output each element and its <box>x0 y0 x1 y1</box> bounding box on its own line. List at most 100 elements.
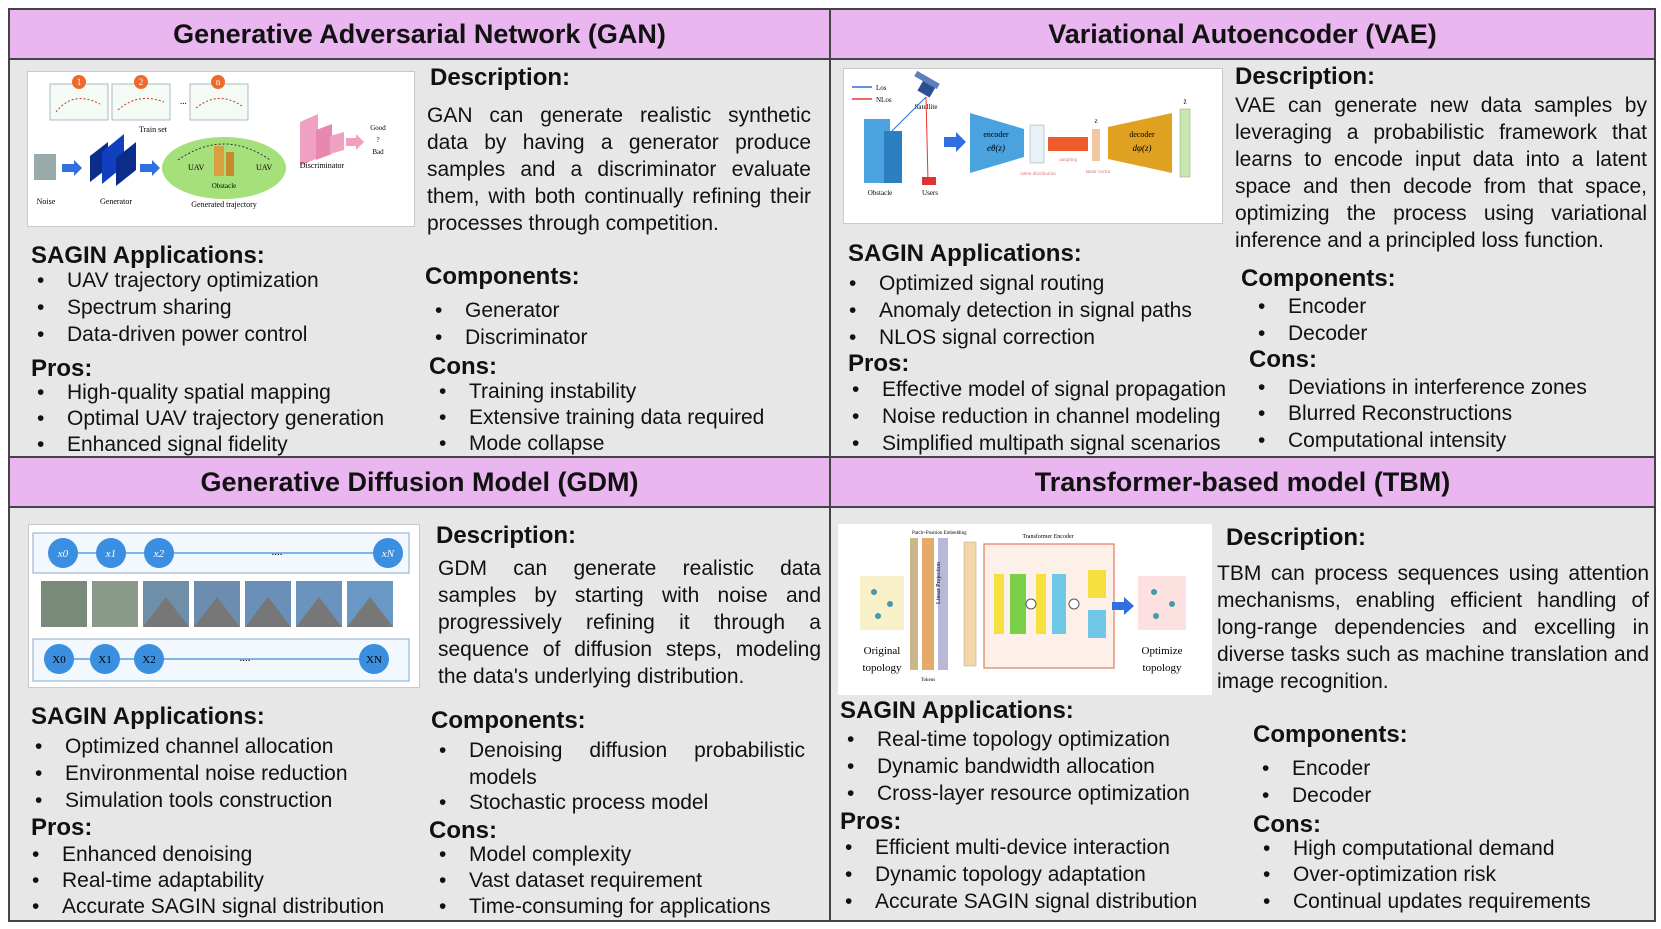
optimize-topology-label: topology <box>1142 662 1182 674</box>
obstacle-label: Obstacle <box>212 182 237 190</box>
tbm-application-item: Cross-layer resource optimization <box>847 782 1190 806</box>
gan-description: GAN can generate realistic synthetic dat… <box>427 104 811 235</box>
reverse-node-label: X0 <box>52 654 66 666</box>
tbm-con-item: Continual updates requirements <box>1263 890 1591 914</box>
tbm-component-item: Decoder <box>1262 784 1372 808</box>
token-column <box>910 538 948 670</box>
discriminator-label: Discriminator <box>300 161 345 170</box>
vae-description-heading: Description: <box>1235 63 1376 90</box>
gdm-component-item: Denoising diffusion probabilistic models <box>439 737 805 791</box>
reverse-node-label: XN <box>366 654 382 666</box>
decoder-block <box>1108 113 1172 173</box>
gdm-con-item: Vast dataset requirement <box>439 869 702 893</box>
gdm-application-item: Optimized channel allocation <box>35 735 333 759</box>
tbm-components-heading: Components: <box>1253 721 1408 748</box>
reverse-node-label: X1 <box>98 654 111 666</box>
vae-cons-heading: Cons: <box>1249 346 1317 373</box>
latent-vector-label: latent vector <box>1086 170 1111 175</box>
optimized-topology-image <box>1138 576 1186 630</box>
noise-label: Noise <box>37 197 56 206</box>
vae-pro-item: Effective model of signal propagation <box>852 378 1226 402</box>
train-set-images: 1 2 n ... Train set <box>49 75 249 134</box>
arrow-icon <box>140 160 160 176</box>
vae-description: VAE can generate new data samples by lev… <box>1235 94 1647 252</box>
train-index-n: n <box>216 77 221 87</box>
tbm-cons-heading: Cons: <box>1253 811 1321 838</box>
reverse-node <box>90 644 120 674</box>
tbm-application-item: Real-time topology optimization <box>847 728 1170 752</box>
transformer-encoder-box <box>983 543 1115 669</box>
arrow-icon <box>944 132 966 152</box>
building-icon <box>864 119 902 183</box>
train-dots: ... <box>180 96 187 106</box>
reverse-node <box>134 644 164 674</box>
vae-application-item: Optimized signal routing <box>849 272 1104 296</box>
gdm-con-item: Time-consuming for applications <box>439 895 770 919</box>
gdm-component-item: Stochastic process model <box>439 791 708 815</box>
gdm-con-item: Model complexity <box>439 843 631 867</box>
forward-node <box>48 538 78 568</box>
patch-embedding-label: Patch+Position Embedding <box>912 531 967 536</box>
tbm-pro-item: Dynamic topology adaptation <box>845 863 1146 887</box>
tokens-label: Tokens <box>921 678 935 683</box>
forward-node <box>373 538 403 568</box>
obstacle-building <box>214 146 224 176</box>
tbm-pros-heading: Pros: <box>840 808 902 835</box>
forward-dots: .... <box>272 546 283 558</box>
gdm-components-heading: Components: <box>431 707 586 734</box>
nlos-legend: NLos <box>876 96 892 104</box>
gan-pros-heading: Pros: <box>31 355 93 382</box>
norm-block <box>994 574 1004 634</box>
gan-application-item: UAV trajectory optimization <box>37 269 319 293</box>
obstacle-label: Obstacle <box>868 189 893 197</box>
gdm-application-item: Environmental noise reduction <box>35 762 347 786</box>
vertical-divider <box>829 8 831 922</box>
latent-dist-label: latent distribution <box>1020 172 1056 177</box>
reverse-node <box>44 644 74 674</box>
los-legend: Los <box>876 84 887 92</box>
user-car-icon <box>922 177 936 185</box>
vae-figure: Los NLos Satellite Obstacle Users encode… <box>843 68 1223 224</box>
vae-pros-heading: Pros: <box>848 350 910 377</box>
gan-pro-item: Optimal UAV trajectory generation <box>37 407 384 431</box>
noise-image <box>34 154 56 180</box>
good-label: Good <box>370 124 386 132</box>
horizontal-divider <box>8 456 1656 458</box>
gdm-application-item: Simulation tools construction <box>35 789 332 813</box>
vae-application-item: Anomaly detection in signal paths <box>849 299 1192 323</box>
vae-title: Variational Autoencoder (VAE) <box>831 10 1654 60</box>
generator-label: Generator <box>100 197 132 206</box>
optimize-label: Optimize <box>1142 645 1183 657</box>
encoder-label: encoder <box>983 130 1009 139</box>
gan-description-heading: Description: <box>430 64 571 91</box>
tbm-pro-item: Efficient multi-device interaction <box>845 836 1170 860</box>
forward-node <box>96 538 126 568</box>
gdm-description: GDM can generate realistic data samples … <box>438 557 821 688</box>
gdm-pro-item: Enhanced denoising <box>32 843 252 867</box>
gan-components-heading: Components: <box>425 263 580 290</box>
vae-con-item: Deviations in interference zones <box>1258 376 1587 400</box>
tbm-con-item: High computational demand <box>1263 837 1554 861</box>
vae-component-item: Encoder <box>1258 295 1366 319</box>
gan-component-item: Discriminator <box>435 326 587 350</box>
gdm-figure: x0 x1 x2 xN .... <box>28 524 420 688</box>
gan-component-item: Generator <box>435 299 559 323</box>
zhat-label: ẑ <box>1183 98 1186 106</box>
gan-con-item: Extensive training data required <box>439 406 764 430</box>
uav-label-right: UAV <box>256 163 273 172</box>
mlp-block <box>1052 574 1066 634</box>
gan-pro-item: Enhanced signal fidelity <box>37 433 288 457</box>
vae-components-heading: Components: <box>1241 265 1396 292</box>
vae-applications-heading: SAGIN Applications: <box>848 240 1082 267</box>
uav-label-left: UAV <box>188 163 205 172</box>
gan-application-item: Data-driven power control <box>37 323 308 347</box>
decoder-fn: dφ(z) <box>1133 143 1152 153</box>
tbm-applications-heading: SAGIN Applications: <box>840 697 1074 724</box>
gan-figure: 1 2 n ... Train set Noise Generator UAV … <box>27 71 415 227</box>
reverse-node-label: X2 <box>142 654 155 666</box>
vae-pro-item: Simplified multipath signal scenarios <box>852 432 1220 456</box>
gnn-head-block <box>1088 610 1106 638</box>
gan-applications-heading: SAGIN Applications: <box>31 242 265 269</box>
diffusion-image-strip <box>41 581 393 627</box>
encoder-fn: eθ(z) <box>987 143 1005 153</box>
